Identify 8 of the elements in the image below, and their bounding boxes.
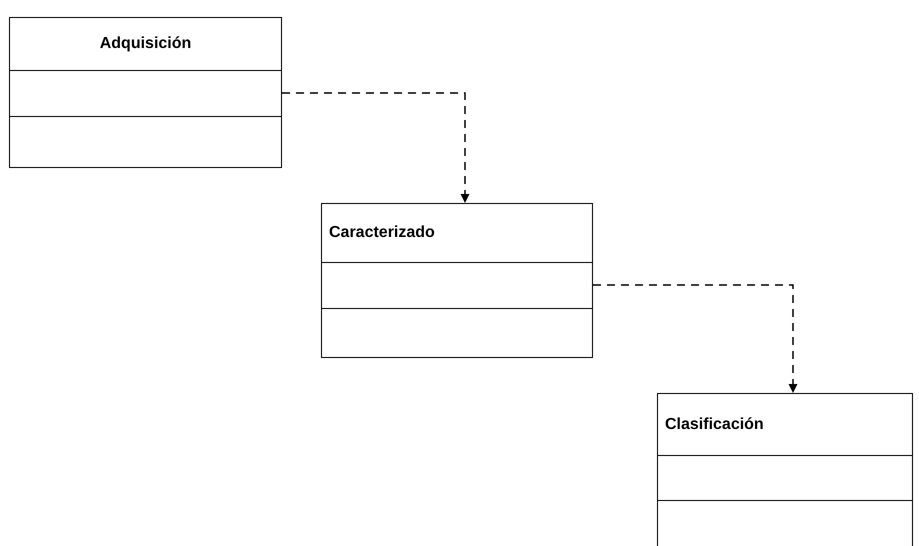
dashed-arrow [593, 284, 798, 393]
class-box [657, 393, 913, 546]
dashed-arrow [282, 92, 470, 203]
class-name: Adquisición [100, 35, 192, 53]
class-box [9, 17, 282, 168]
class-name: Clasificación [665, 416, 764, 434]
class-name: Caracterizado [329, 224, 435, 242]
class-box [321, 203, 593, 358]
